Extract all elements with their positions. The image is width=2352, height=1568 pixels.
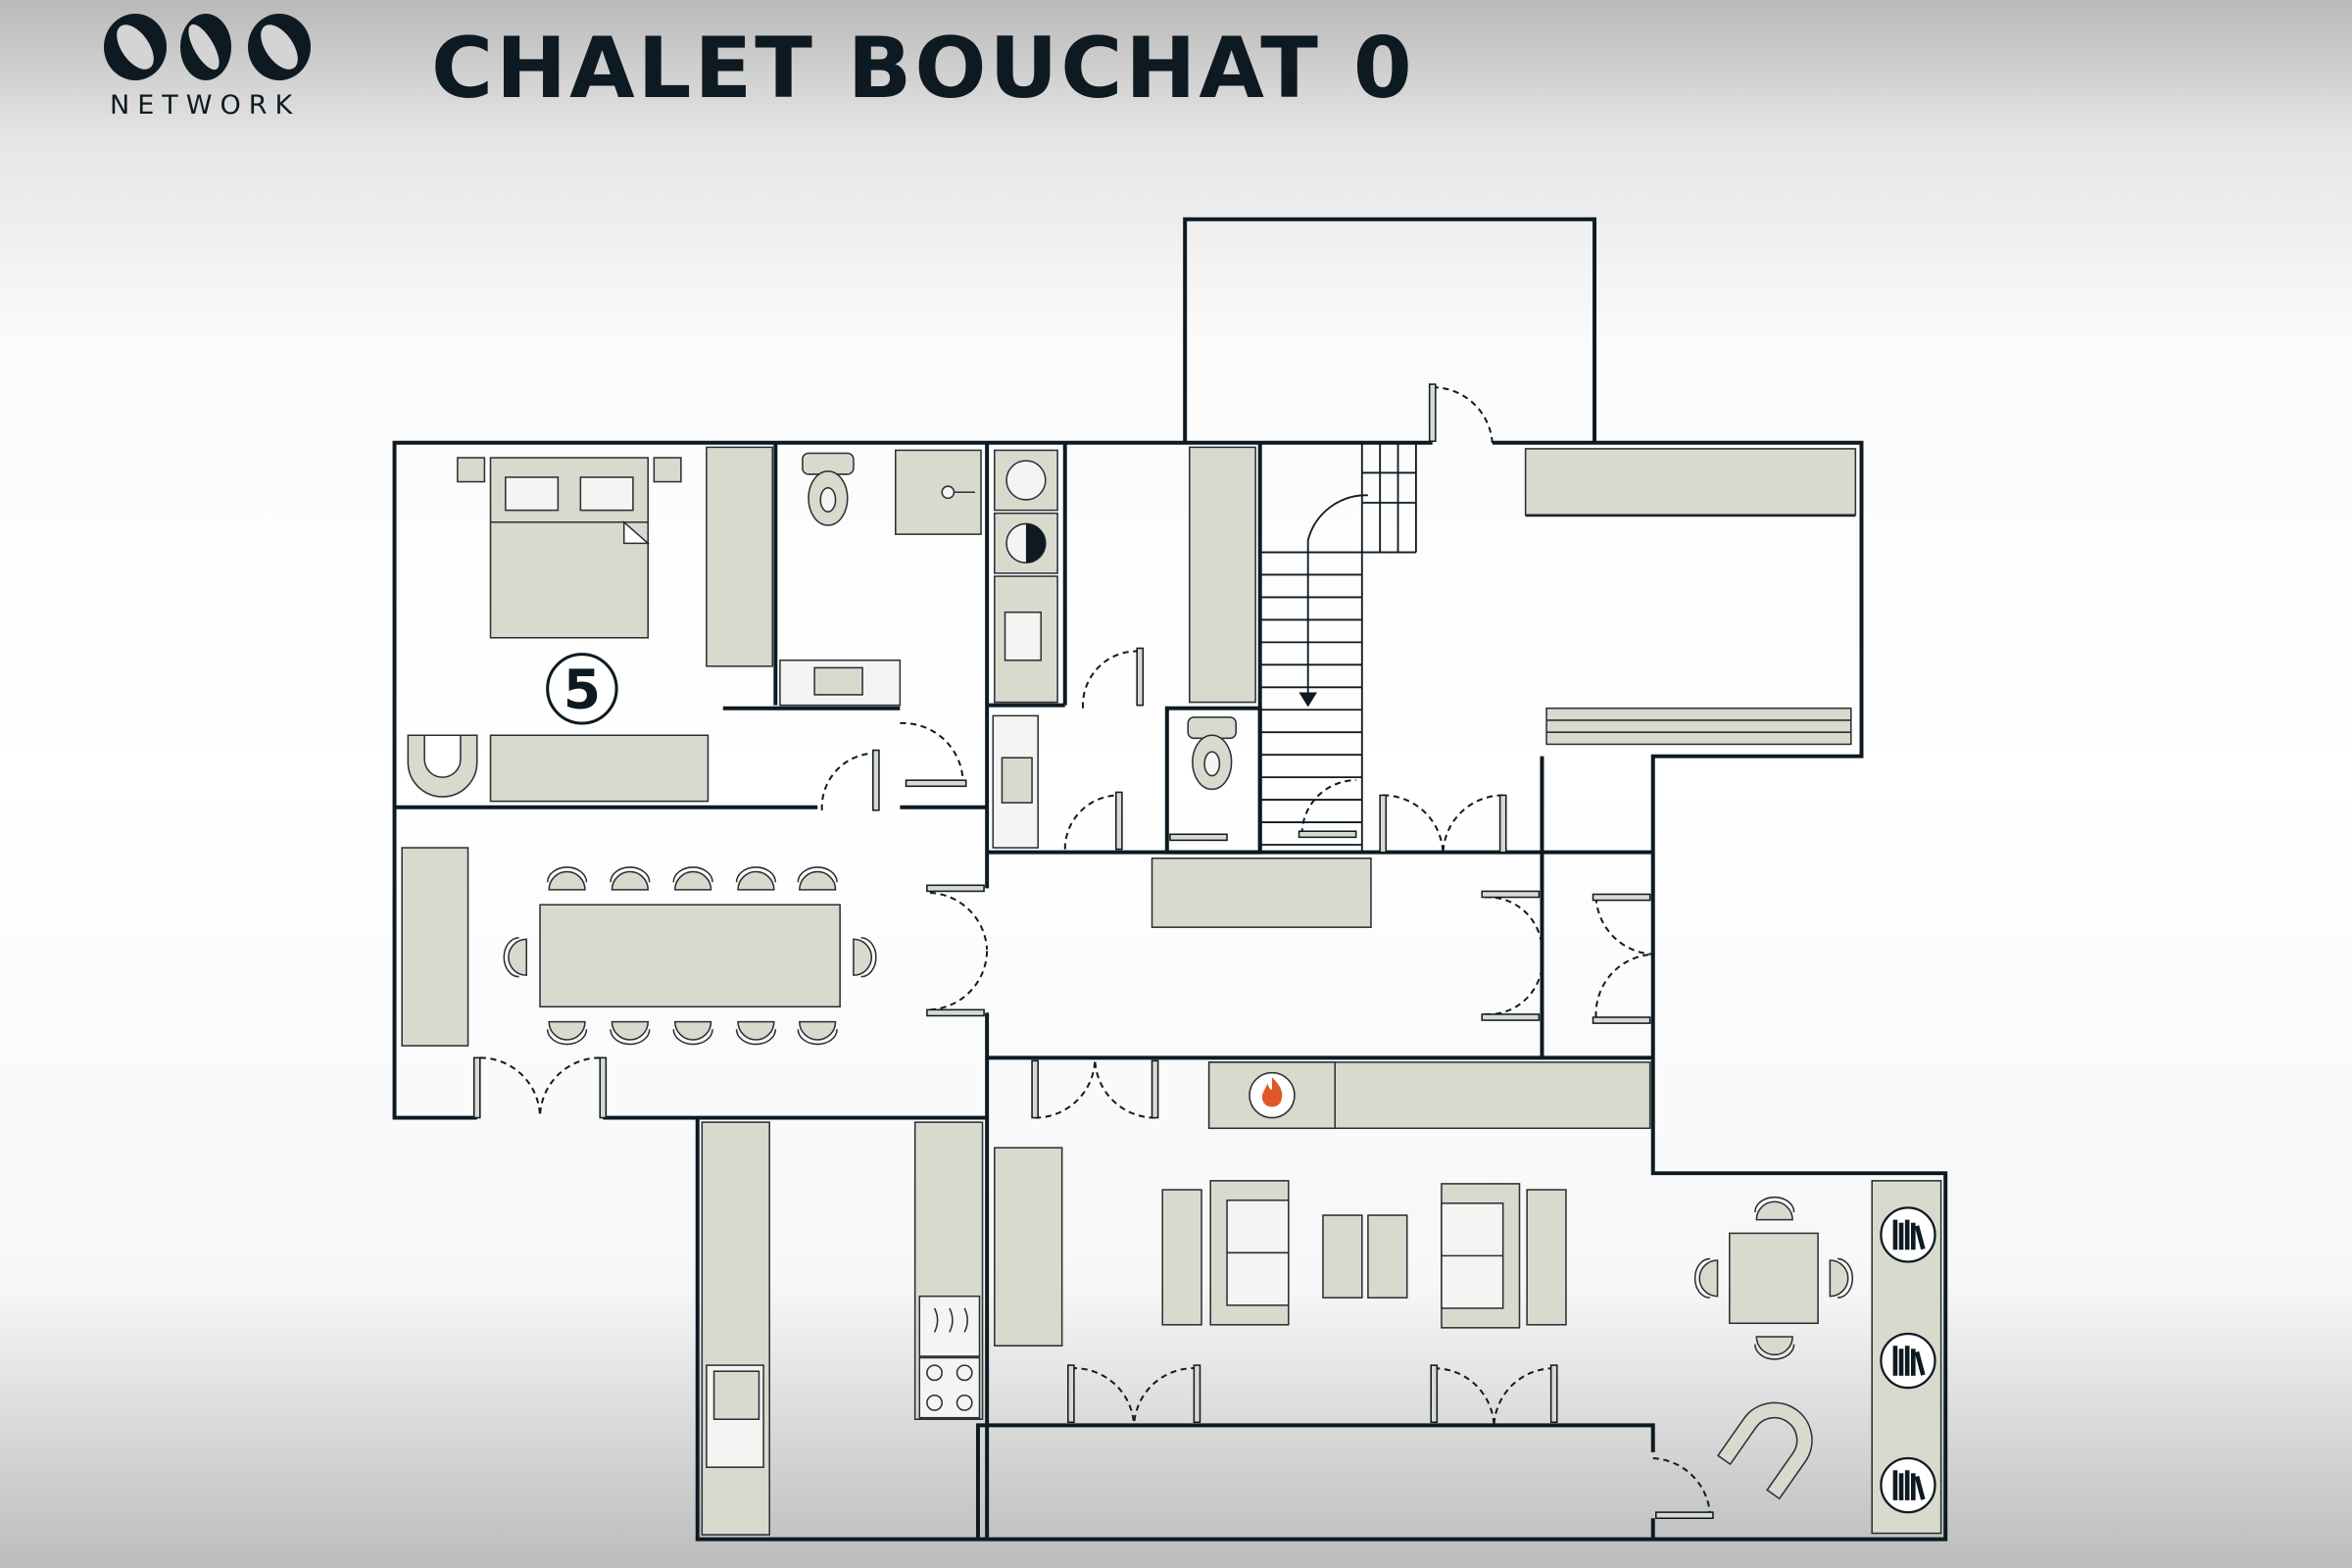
chair-icon <box>546 1020 588 1046</box>
chair-icon <box>735 866 777 891</box>
dining-table-icon <box>1729 1232 1819 1325</box>
cabinet <box>994 1147 1063 1347</box>
bench <box>1545 707 1852 746</box>
chair-icon <box>503 937 528 978</box>
staircase-icon <box>1259 442 1417 853</box>
wardrobe <box>1524 448 1857 516</box>
chair-icon <box>610 866 651 891</box>
chair-icon <box>1754 1336 1795 1360</box>
chair-icon <box>1754 1196 1795 1221</box>
room-number-badge <box>546 653 618 725</box>
logo-text: NETWORK <box>110 90 301 121</box>
armchair-icon <box>1716 1401 1813 1500</box>
washing-machine-icon <box>994 449 1058 512</box>
chair-icon <box>1829 1257 1854 1298</box>
fireplace-icon <box>1207 1061 1337 1130</box>
sofa-icon <box>1161 1180 1290 1326</box>
dryer-icon <box>994 512 1058 574</box>
toilet-icon <box>802 452 855 526</box>
hall-cabinet <box>1151 857 1372 928</box>
bookshelf-icon <box>1880 1332 1936 1390</box>
wardrobe <box>1189 446 1256 704</box>
sofa-icon <box>1441 1183 1567 1329</box>
wardrobe <box>706 446 774 667</box>
chair-icon <box>546 866 588 891</box>
shower-icon <box>895 449 982 535</box>
microwave-icon <box>918 1295 981 1357</box>
walls <box>392 217 1948 1542</box>
dining-chairs <box>503 866 1854 1360</box>
chair-icon <box>1693 1257 1719 1298</box>
chair-icon <box>853 937 877 978</box>
ovo-logo <box>104 14 311 80</box>
chair-icon <box>797 866 838 891</box>
sideboard <box>401 847 469 1047</box>
doors <box>472 383 1714 1519</box>
sink-icon <box>779 659 902 707</box>
bookshelf-icon <box>1880 1456 1936 1514</box>
kitchen-counter <box>701 1121 770 1536</box>
sink-icon <box>992 714 1039 849</box>
chair-icon <box>797 1020 838 1046</box>
chair-icon <box>735 1020 777 1046</box>
sink-icon <box>706 1364 764 1468</box>
chair-icon <box>672 866 713 891</box>
coffee-table <box>1322 1214 1408 1298</box>
chair-icon <box>672 1020 713 1046</box>
bookshelf-icon <box>1880 1206 1936 1263</box>
wardrobe <box>489 734 710 803</box>
sink-icon <box>994 575 1058 704</box>
chair-icon <box>610 1020 651 1046</box>
room-number: 5 <box>564 659 601 721</box>
bed-icon <box>457 457 682 639</box>
armchair-icon <box>407 734 478 798</box>
stove-icon <box>918 1356 981 1419</box>
toilet-icon <box>1187 716 1237 791</box>
page-title: CHALET BOUCHAT 0 <box>431 20 1415 118</box>
dining-table-icon <box>539 904 841 1008</box>
